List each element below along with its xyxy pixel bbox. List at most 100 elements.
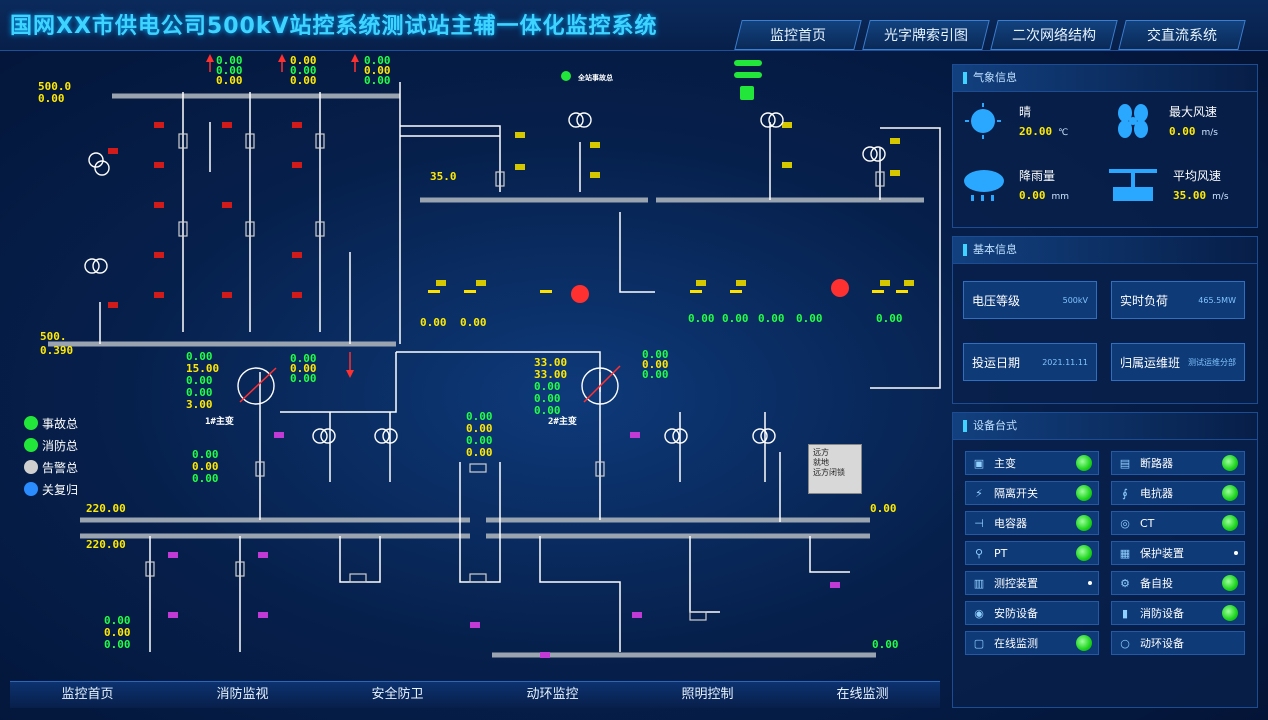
device-reactor[interactable]: ∮电抗器 xyxy=(1111,481,1245,505)
device-breaker[interactable]: ▤断路器 xyxy=(1111,451,1245,475)
basic-info-header: 基本信息 xyxy=(953,237,1257,264)
switch-red-2 xyxy=(154,162,164,168)
nav-label: 交直流系统 xyxy=(1147,28,1217,44)
fire-icon: ▮ xyxy=(1121,606,1129,620)
nav-acdc[interactable]: 交直流系统 xyxy=(1118,20,1246,50)
fault-indicator-dot xyxy=(561,71,571,81)
reading: 0.00 xyxy=(186,374,213,387)
device-disconnector[interactable]: ⚡ 隔离开关 xyxy=(965,481,1099,505)
device-pt[interactable]: ⚲PT xyxy=(965,541,1099,565)
reading: 0.00 xyxy=(186,386,213,399)
basic-info-title: 基本信息 xyxy=(973,243,1017,256)
switch-red-13 xyxy=(108,148,118,154)
purple-switches xyxy=(168,432,840,658)
disconnector-icon: ⚡ xyxy=(975,486,983,500)
bus35-value: 35.0 xyxy=(430,170,457,183)
legend: 事故总 消防总 告警总 关复归 xyxy=(24,412,78,500)
bottom-nav-monitor[interactable]: 监控首页 xyxy=(61,687,114,702)
bottom-nav-env[interactable]: 动环监控 xyxy=(526,687,579,702)
switch-red-10 xyxy=(292,162,302,168)
switch-red-5 xyxy=(154,292,164,298)
bottom-nav-security[interactable]: 安全防卫 xyxy=(371,687,424,702)
status-toggles xyxy=(734,60,762,100)
device-label: CT xyxy=(1140,516,1155,530)
reading: 0.00 xyxy=(460,316,487,329)
device-label: 主变 xyxy=(994,457,1016,470)
legend-alarm[interactable]: 告警总 xyxy=(24,456,78,478)
legend-label: 告警总 xyxy=(42,460,79,475)
remote-local-switch[interactable]: 远方 就地 远方闭锁 xyxy=(808,444,862,494)
device-label: 安防设备 xyxy=(994,607,1038,620)
bottom-nav-online[interactable]: 在线监测 xyxy=(836,687,889,702)
reading: 0.00 xyxy=(216,64,243,77)
reading: 0.00 xyxy=(104,626,131,639)
security-icon: ◉ xyxy=(974,606,984,620)
status-on-icon xyxy=(1222,485,1238,501)
device-ct[interactable]: ◎ CT xyxy=(1111,511,1245,535)
device-backup[interactable]: ⚙备自投 xyxy=(1111,571,1245,595)
protection-icon: ▦ xyxy=(1119,546,1131,560)
device-protection[interactable]: ▦保护装置 xyxy=(1111,541,1245,565)
switch-red-3 xyxy=(154,202,164,208)
info-label: 实时负荷 xyxy=(1120,293,1169,308)
env-icon: ○ xyxy=(1120,636,1130,650)
reading: 0.00 xyxy=(364,74,391,87)
switch-red-12 xyxy=(292,292,302,298)
weather-avg-wind-unit: m/s xyxy=(1212,192,1229,202)
device-online-monitor[interactable]: ▢在线监测 xyxy=(965,631,1099,655)
device-label: 隔离开关 xyxy=(994,487,1038,500)
status-on-icon xyxy=(1076,635,1092,651)
anemometer-icon xyxy=(1109,169,1157,201)
reactor-icon: ∮ xyxy=(1122,486,1128,500)
weather-rain-name: 降雨量 xyxy=(1019,169,1056,183)
device-security[interactable]: ◉ 安防设备 xyxy=(965,601,1099,625)
bottom-nav-fire[interactable]: 消防监视 xyxy=(216,687,269,702)
bus220-a: 220.00 xyxy=(86,502,126,515)
device-label: 测控装置 xyxy=(994,577,1038,590)
device-measure[interactable]: ▥测控装置 xyxy=(965,571,1099,595)
device-env[interactable]: ○动环设备 xyxy=(1111,631,1245,655)
reading: 3.00 xyxy=(186,398,213,411)
bus220-b: 220.00 xyxy=(86,538,126,551)
switch-remote-label: 远方 xyxy=(813,448,829,457)
nav-signal-index[interactable]: 光字牌索引图 xyxy=(862,20,990,50)
ct-icon: ◎ xyxy=(1120,516,1130,530)
reading: 0.00 xyxy=(290,362,317,375)
bottom-nav-lighting[interactable]: 照明控制 xyxy=(681,687,734,702)
reading: 0.00 xyxy=(876,312,903,325)
lock-icon[interactable] xyxy=(740,86,754,100)
legend-accident[interactable]: 事故总 xyxy=(24,412,78,434)
device-label: 电容器 xyxy=(994,517,1027,530)
switch-red-6 xyxy=(222,122,232,128)
bus220-c: 0.00 xyxy=(870,502,897,515)
device-capacitor[interactable]: ⊣ 电容器 xyxy=(965,511,1099,535)
weather-panel-header: 气象信息 xyxy=(953,65,1257,92)
devices-header: 设备台式 xyxy=(953,413,1257,440)
reading: 0.00 xyxy=(796,312,823,325)
status-dot-icon xyxy=(24,416,38,430)
switch-red-14 xyxy=(108,302,118,308)
device-transformer[interactable]: ▣主变 xyxy=(965,451,1099,475)
nav-network[interactable]: 二次网络结构 xyxy=(990,20,1118,50)
capacitor-icon: ⊣ xyxy=(974,516,984,530)
switch-red-4 xyxy=(154,252,164,258)
bus500-freq: 0.00 xyxy=(38,92,65,105)
weather-avg-wind-name: 平均风速 xyxy=(1173,169,1222,183)
weather-sunny-value: 20.00 xyxy=(1019,125,1053,138)
nav-label: 光字牌索引图 xyxy=(884,28,968,44)
reading: 0.00 xyxy=(290,74,317,87)
switch-local-label: 就地 xyxy=(813,458,829,467)
legend-label: 消防总 xyxy=(42,438,79,453)
status-on-icon xyxy=(1076,455,1092,471)
reading: 0.00 xyxy=(420,316,447,329)
device-label: 断路器 xyxy=(1140,457,1173,470)
legend-reset[interactable]: 关复归 xyxy=(24,478,78,500)
fan-icon xyxy=(1118,104,1148,138)
legend-fire[interactable]: 消防总 xyxy=(24,434,78,456)
device-fire[interactable]: ▮消防设备 xyxy=(1111,601,1245,625)
nav-monitor-home[interactable]: 监控首页 xyxy=(734,20,862,50)
